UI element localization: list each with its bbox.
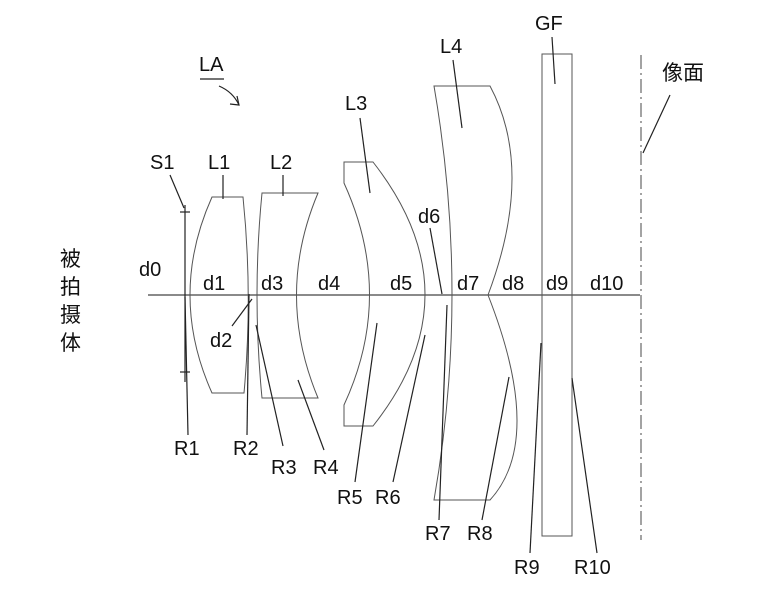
distance-label-d3: d3: [261, 273, 283, 295]
d6-leader: [429, 227, 443, 295]
surface-label-r9: R9: [514, 557, 540, 579]
distance-label-d6: d6: [418, 206, 440, 228]
s1-leader: [169, 174, 185, 209]
object-side-label-4: 体: [60, 331, 81, 355]
surface-label-r10: R10: [574, 557, 611, 579]
distance-label-d9: d9: [546, 273, 568, 295]
r5-leader: [354, 322, 378, 483]
image-plane-leader: [642, 94, 671, 154]
la-arrow: [218, 85, 240, 106]
lens-l4: [433, 85, 518, 501]
distance-label-d1: d1: [203, 273, 225, 295]
image-plane-label: 像面: [662, 61, 704, 85]
surface-label-r1: R1: [174, 438, 200, 460]
surface-label-r3: R3: [271, 457, 297, 479]
lens-label-l4: L4: [440, 36, 462, 58]
lens-label-l1: L1: [208, 152, 230, 174]
r9-leader: [529, 342, 542, 554]
r7-leader: [438, 304, 448, 521]
surface-label-r2: R2: [233, 438, 259, 460]
glass-filter-gf: [541, 53, 573, 537]
surface-label-r4: R4: [313, 457, 339, 479]
r3-leader: [255, 324, 284, 447]
distance-label-d2: d2: [210, 330, 232, 352]
l4-leader: [452, 59, 463, 129]
gf-leader: [551, 36, 556, 85]
object-side-label-3: 摄: [60, 303, 81, 327]
distance-label-d7: d7: [457, 273, 479, 295]
distance-label-d5: d5: [390, 273, 412, 295]
surface-label-r5: R5: [337, 487, 363, 509]
lens-l3: [343, 161, 426, 427]
lens-l2: [256, 192, 319, 399]
r2-leader: [246, 293, 250, 436]
r10-leader: [571, 377, 598, 554]
object-side-label-2: 拍: [60, 275, 81, 299]
r4-leader: [297, 379, 325, 451]
la-arrowhead: [229, 95, 240, 106]
l3-leader: [359, 117, 371, 194]
distance-label-d4: d4: [318, 273, 340, 295]
lens-l1: [189, 196, 249, 394]
distance-label-d0: d0: [139, 259, 161, 281]
r8-leader: [481, 376, 510, 521]
surface-label-r7: R7: [425, 523, 451, 545]
assembly-label: LA: [199, 54, 224, 76]
lens-label-l3: L3: [345, 93, 367, 115]
surface-label-r8: R8: [467, 523, 493, 545]
distance-label-d10: d10: [590, 273, 623, 295]
distance-label-d8: d8: [502, 273, 524, 295]
object-side-label-1: 被: [60, 247, 81, 271]
r6-leader: [392, 334, 426, 483]
surface-label-r6: R6: [375, 487, 401, 509]
r1-leader: [184, 296, 189, 436]
lens-label-gf: GF: [535, 13, 563, 35]
lens-label-l2: L2: [270, 152, 292, 174]
stop-label: S1: [150, 152, 174, 174]
